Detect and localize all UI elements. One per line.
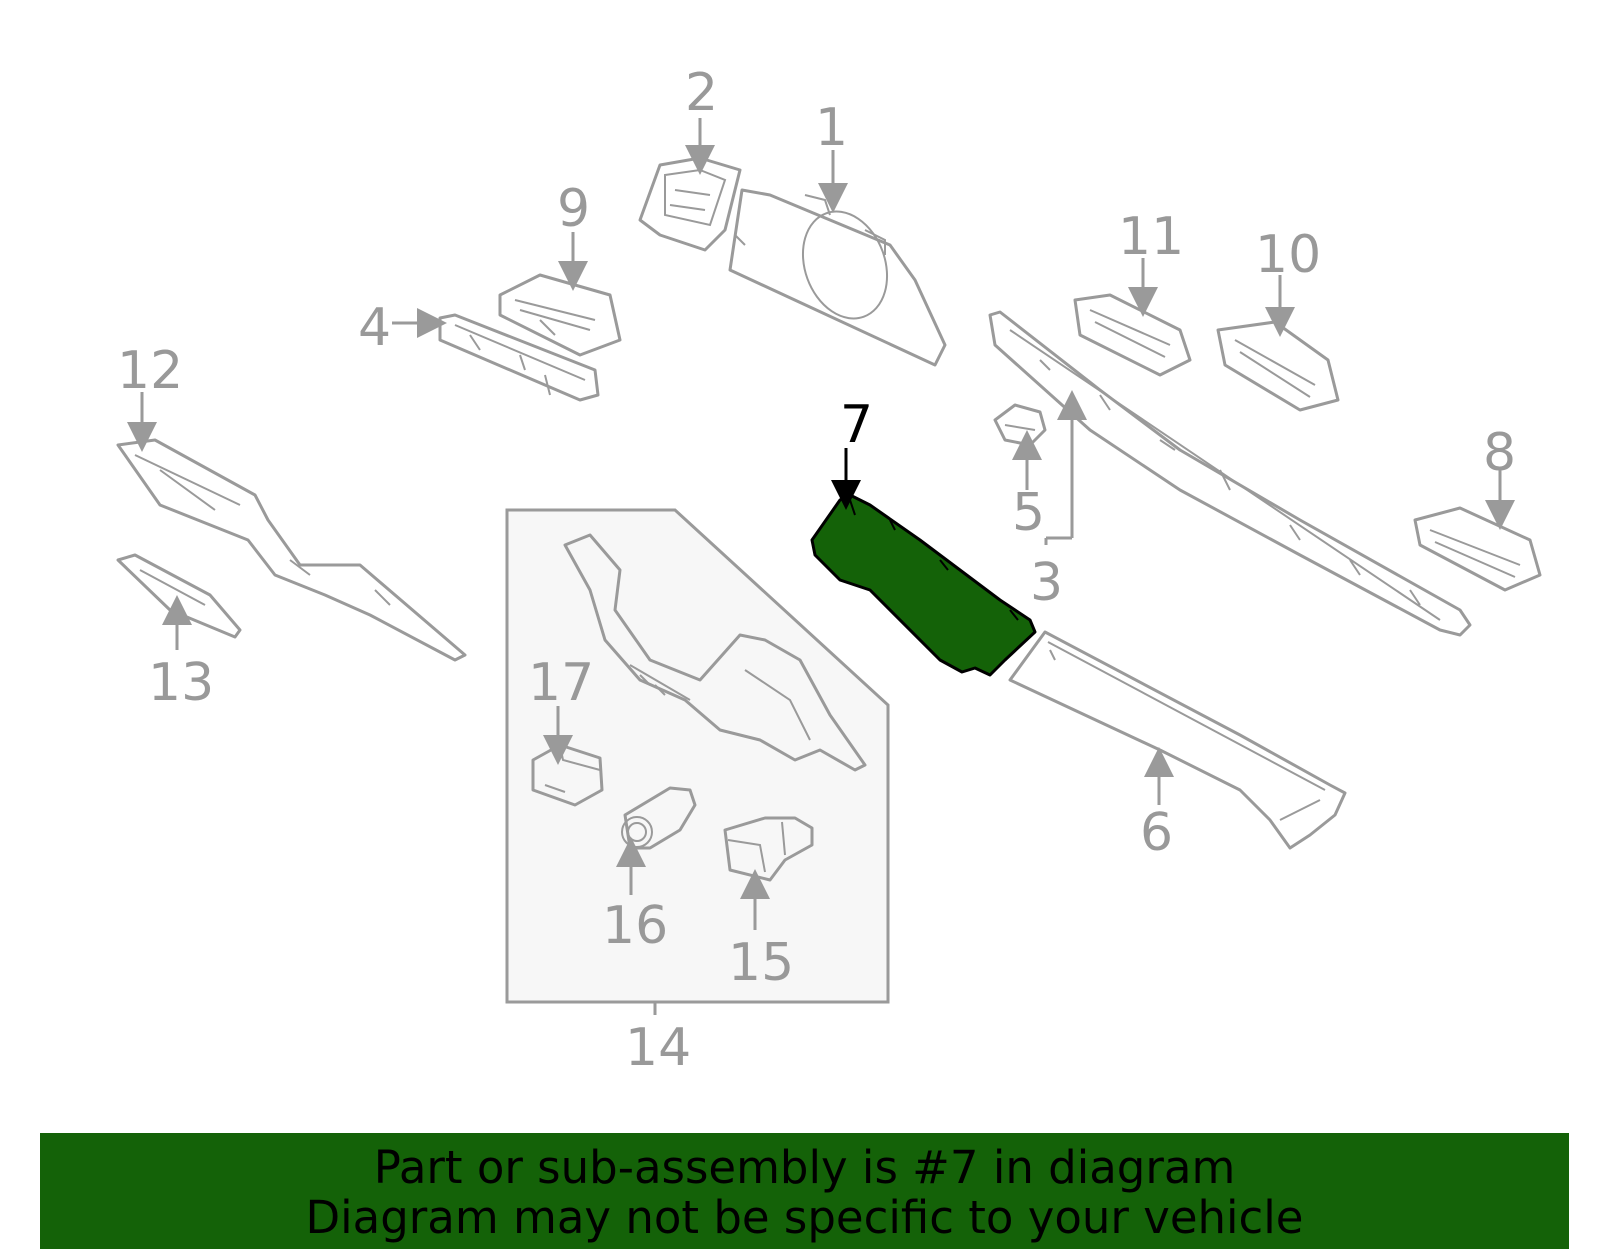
callout-10: 10 [1255, 225, 1321, 285]
part-1-cluster-bezel [728, 188, 947, 367]
kit-box-14 [505, 508, 890, 1015]
part-5-clip [993, 403, 1047, 447]
part-10-vent [1216, 320, 1340, 412]
part-4-bracket [438, 313, 600, 402]
callout-5: 5 [1012, 483, 1045, 543]
part-9-vent [498, 273, 622, 357]
callout-8: 8 [1483, 423, 1516, 483]
callout-2: 2 [685, 63, 718, 123]
callout-3: 3 [1030, 553, 1063, 613]
part-6-lower-trim [1008, 630, 1347, 850]
callout-11: 11 [1118, 207, 1184, 267]
info-banner: Part or sub-assembly is #7 in diagram Di… [40, 1133, 1569, 1249]
callout-12: 12 [117, 341, 183, 401]
callout-4: 4 [358, 298, 391, 358]
callout-1: 1 [815, 98, 848, 158]
part-3-dash-trim [988, 310, 1472, 637]
callout-14: 14 [625, 1018, 691, 1078]
callout-15: 15 [728, 933, 794, 993]
callout-9: 9 [557, 179, 590, 239]
part-11-vent [1073, 293, 1192, 377]
part-13-trim [116, 553, 242, 639]
callout-16: 16 [602, 896, 668, 956]
part-7-highlighted-panel [810, 493, 1037, 677]
kit-console-bracket [563, 533, 867, 772]
callout-7: 7 [840, 395, 873, 455]
banner-line-2: Diagram may not be specific to your vehi… [305, 1191, 1304, 1244]
callout-17: 17 [528, 653, 594, 713]
part-8-vent [1413, 506, 1542, 592]
callout-6: 6 [1140, 803, 1173, 863]
banner-line-1: Part or sub-assembly is #7 in diagram [373, 1141, 1236, 1194]
callout-13: 13 [148, 653, 214, 713]
part-2-vent-bezel [638, 156, 742, 252]
part-12-lower-panel [116, 438, 467, 662]
